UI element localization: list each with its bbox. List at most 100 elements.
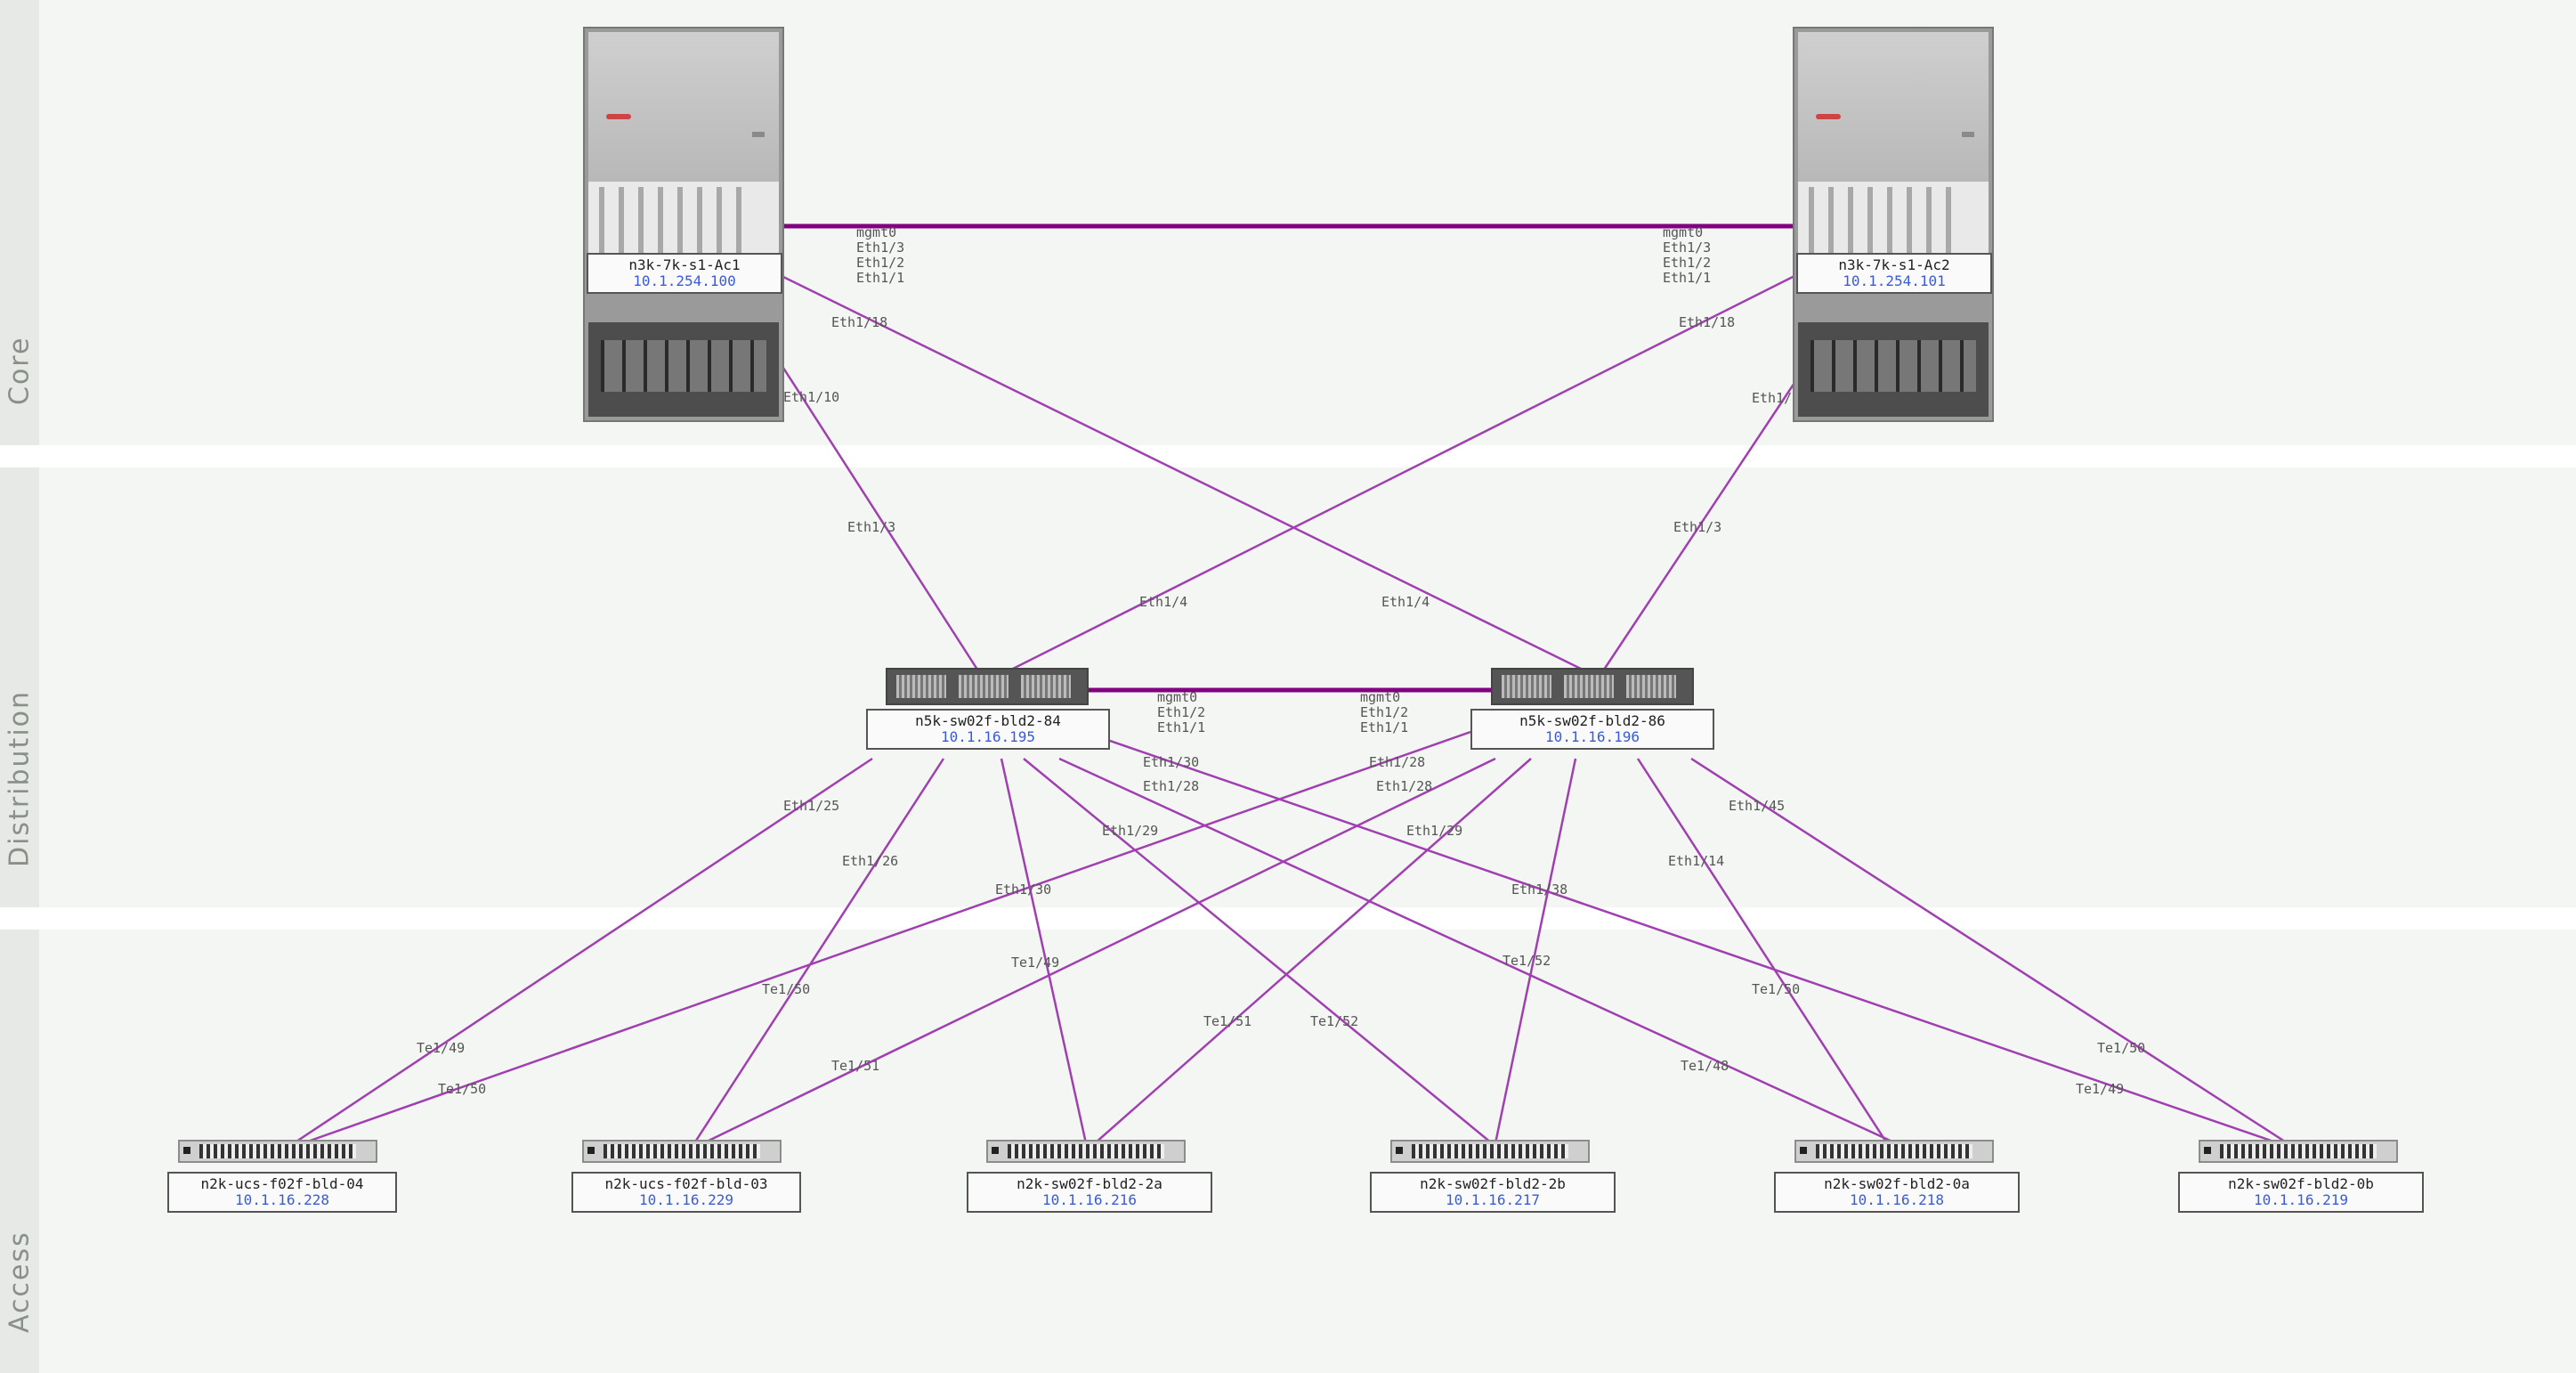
- link-dist2-acc4[interactable]: [1494, 758, 1577, 1144]
- node-name: n3k-7k-s1-Ac1: [628, 256, 741, 273]
- port-label: Eth1/38: [1511, 881, 1567, 898]
- node-ip: 10.1.16.217: [1446, 1191, 1540, 1208]
- port-label: Te1/49: [417, 1040, 465, 1056]
- link-core2-dist2[interactable]: [1600, 382, 1796, 673]
- port-label: Te1/49: [2076, 1081, 2124, 1097]
- port-stack-dist1-peer: mgmt0 Eth1/2 Eth1/1: [1157, 689, 1205, 735]
- port-label: Eth1/28: [1143, 778, 1199, 794]
- node-label-dist2[interactable]: n5k-sw02f-bld2-86 10.1.16.196: [1470, 709, 1714, 750]
- port-label: Eth1/14: [1668, 853, 1724, 869]
- port-label: Te1/50: [2097, 1040, 2145, 1056]
- link-core1-dist2[interactable]: [781, 274, 1589, 674]
- node-label-acc5[interactable]: n2k-sw02f-bld2-0a 10.1.16.218: [1774, 1172, 2020, 1213]
- port-label: Te1/52: [1310, 1013, 1358, 1029]
- port-label: Eth1/10: [783, 389, 839, 405]
- port-label: Te1/50: [1752, 981, 1800, 997]
- node-label-core2[interactable]: n3k-7k-s1-Ac2 10.1.254.101: [1796, 253, 1992, 294]
- layer-tab-access: Access: [0, 930, 39, 1373]
- port-stack-core1-peer: mgmt0 Eth1/3 Eth1/2 Eth1/1: [856, 224, 904, 286]
- link-dist2-acc2[interactable]: [702, 757, 1496, 1145]
- layer-tab-core: Core: [0, 0, 39, 445]
- switch-icon[interactable]: [582, 1140, 782, 1163]
- switch-icon[interactable]: [178, 1140, 377, 1163]
- svg-text:Eth1/2: Eth1/2: [1360, 704, 1408, 720]
- link-dist1-acc4[interactable]: [1023, 758, 1493, 1144]
- link-dist1-acc6[interactable]: [1083, 730, 2280, 1145]
- port-label: Eth1/25: [783, 798, 839, 814]
- port-label: Te1/51: [831, 1058, 879, 1074]
- node-label-acc4[interactable]: n2k-sw02f-bld2-2b 10.1.16.217: [1370, 1172, 1616, 1213]
- port-label: Eth1/4: [1381, 594, 1430, 610]
- port-label: Te1/50: [438, 1081, 486, 1097]
- layer-core: Core: [0, 0, 2576, 445]
- fan-tray: [588, 322, 779, 417]
- link-dist2-acc1[interactable]: [302, 730, 1471, 1145]
- link-dist2-acc3[interactable]: [1094, 758, 1532, 1144]
- node-ip: 10.1.16.219: [2254, 1191, 2348, 1208]
- node-label-acc1[interactable]: n2k-ucs-f02f-bld-04 10.1.16.228: [167, 1172, 397, 1213]
- node-name: n2k-ucs-f02f-bld-04: [200, 1175, 364, 1192]
- svg-text:Eth1/1: Eth1/1: [1157, 719, 1205, 735]
- node-name: n2k-sw02f-bld2-0b: [2228, 1175, 2374, 1192]
- layer-distribution: Distribution: [0, 467, 2576, 907]
- svg-text:Eth1/2: Eth1/2: [1663, 255, 1711, 271]
- link-dist1-acc2[interactable]: [693, 758, 945, 1144]
- port-label: Eth1/29: [1102, 823, 1158, 839]
- node-label-dist1[interactable]: n5k-sw02f-bld2-84 10.1.16.195: [866, 709, 1110, 750]
- node-ip: 10.1.16.216: [1042, 1191, 1137, 1208]
- svg-text:Eth1/1: Eth1/1: [856, 270, 904, 286]
- node-name: n2k-ucs-f02f-bld-03: [604, 1175, 768, 1192]
- node-label-acc6[interactable]: n2k-sw02f-bld2-0b 10.1.16.219: [2178, 1172, 2424, 1213]
- link-core2-dist1[interactable]: [1005, 274, 1795, 674]
- node-label-acc2[interactable]: n2k-ucs-f02f-bld-03 10.1.16.229: [571, 1172, 801, 1213]
- link-dist1-acc3[interactable]: [1000, 758, 1088, 1144]
- node-name: n3k-7k-s1-Ac2: [1838, 256, 1950, 273]
- link-dist1-acc5[interactable]: [1058, 757, 1897, 1145]
- port-label: Eth1/3: [1673, 519, 1721, 535]
- svg-text:Eth1/2: Eth1/2: [856, 255, 904, 271]
- port-label: Eth1/28: [1369, 754, 1425, 770]
- switch-icon[interactable]: [886, 668, 1089, 705]
- node-label-core1[interactable]: n3k-7k-s1-Ac1 10.1.254.100: [587, 253, 782, 294]
- node-name: n5k-sw02f-bld2-84: [915, 712, 1061, 729]
- svg-text:mgmt0: mgmt0: [856, 224, 896, 240]
- port-label: Eth1/18: [831, 314, 887, 330]
- port-label: Eth1/1: [1752, 390, 1800, 406]
- switch-icon[interactable]: [1390, 1140, 1590, 1163]
- port-label: Eth1/26: [842, 853, 898, 869]
- switch-icon[interactable]: [2199, 1140, 2398, 1163]
- node-ip: 10.1.254.101: [1843, 272, 1946, 289]
- switch-icon[interactable]: [1794, 1140, 1994, 1163]
- svg-text:Eth1/1: Eth1/1: [1663, 270, 1711, 286]
- svg-text:Eth1/2: Eth1/2: [1157, 704, 1205, 720]
- svg-text:Eth1/1: Eth1/1: [1360, 719, 1408, 735]
- link-dist1-acc1[interactable]: [293, 757, 873, 1145]
- link-core1-dist1[interactable]: [780, 364, 981, 673]
- port-label: Te1/50: [762, 981, 810, 997]
- port-label: Te1/49: [1011, 955, 1059, 971]
- node-name: n2k-sw02f-bld2-0a: [1824, 1175, 1970, 1192]
- port-label: Te1/51: [1203, 1013, 1252, 1029]
- node-label-acc3[interactable]: n2k-sw02f-bld2-2a 10.1.16.216: [967, 1172, 1212, 1213]
- link-dist2-acc6[interactable]: [1690, 757, 2288, 1145]
- chassis-icon: [1798, 32, 1989, 182]
- node-name: n2k-sw02f-bld2-2a: [1017, 1175, 1162, 1192]
- switch-icon[interactable]: [986, 1140, 1186, 1163]
- core-chassis-1[interactable]: [583, 27, 784, 422]
- layer-access: Access: [0, 930, 2576, 1373]
- svg-text:mgmt0: mgmt0: [1663, 224, 1703, 240]
- port-stack-core2-peer: mgmt0 Eth1/3 Eth1/2 Eth1/1: [1663, 224, 1711, 286]
- node-name: n2k-sw02f-bld2-2b: [1420, 1175, 1566, 1192]
- node-ip: 10.1.16.229: [639, 1191, 733, 1208]
- fan-tray: [1798, 322, 1989, 417]
- port-label: Te1/52: [1503, 953, 1551, 969]
- svg-text:Eth1/3: Eth1/3: [856, 240, 904, 256]
- port-label: Eth1/30: [1143, 754, 1199, 770]
- switch-icon[interactable]: [1491, 668, 1694, 705]
- port-label: Eth1/3: [847, 519, 895, 535]
- core-chassis-2[interactable]: [1793, 27, 1994, 422]
- node-ip: 10.1.16.218: [1850, 1191, 1944, 1208]
- port-label: Eth1/4: [1139, 594, 1187, 610]
- link-dist2-acc5[interactable]: [1636, 758, 1889, 1144]
